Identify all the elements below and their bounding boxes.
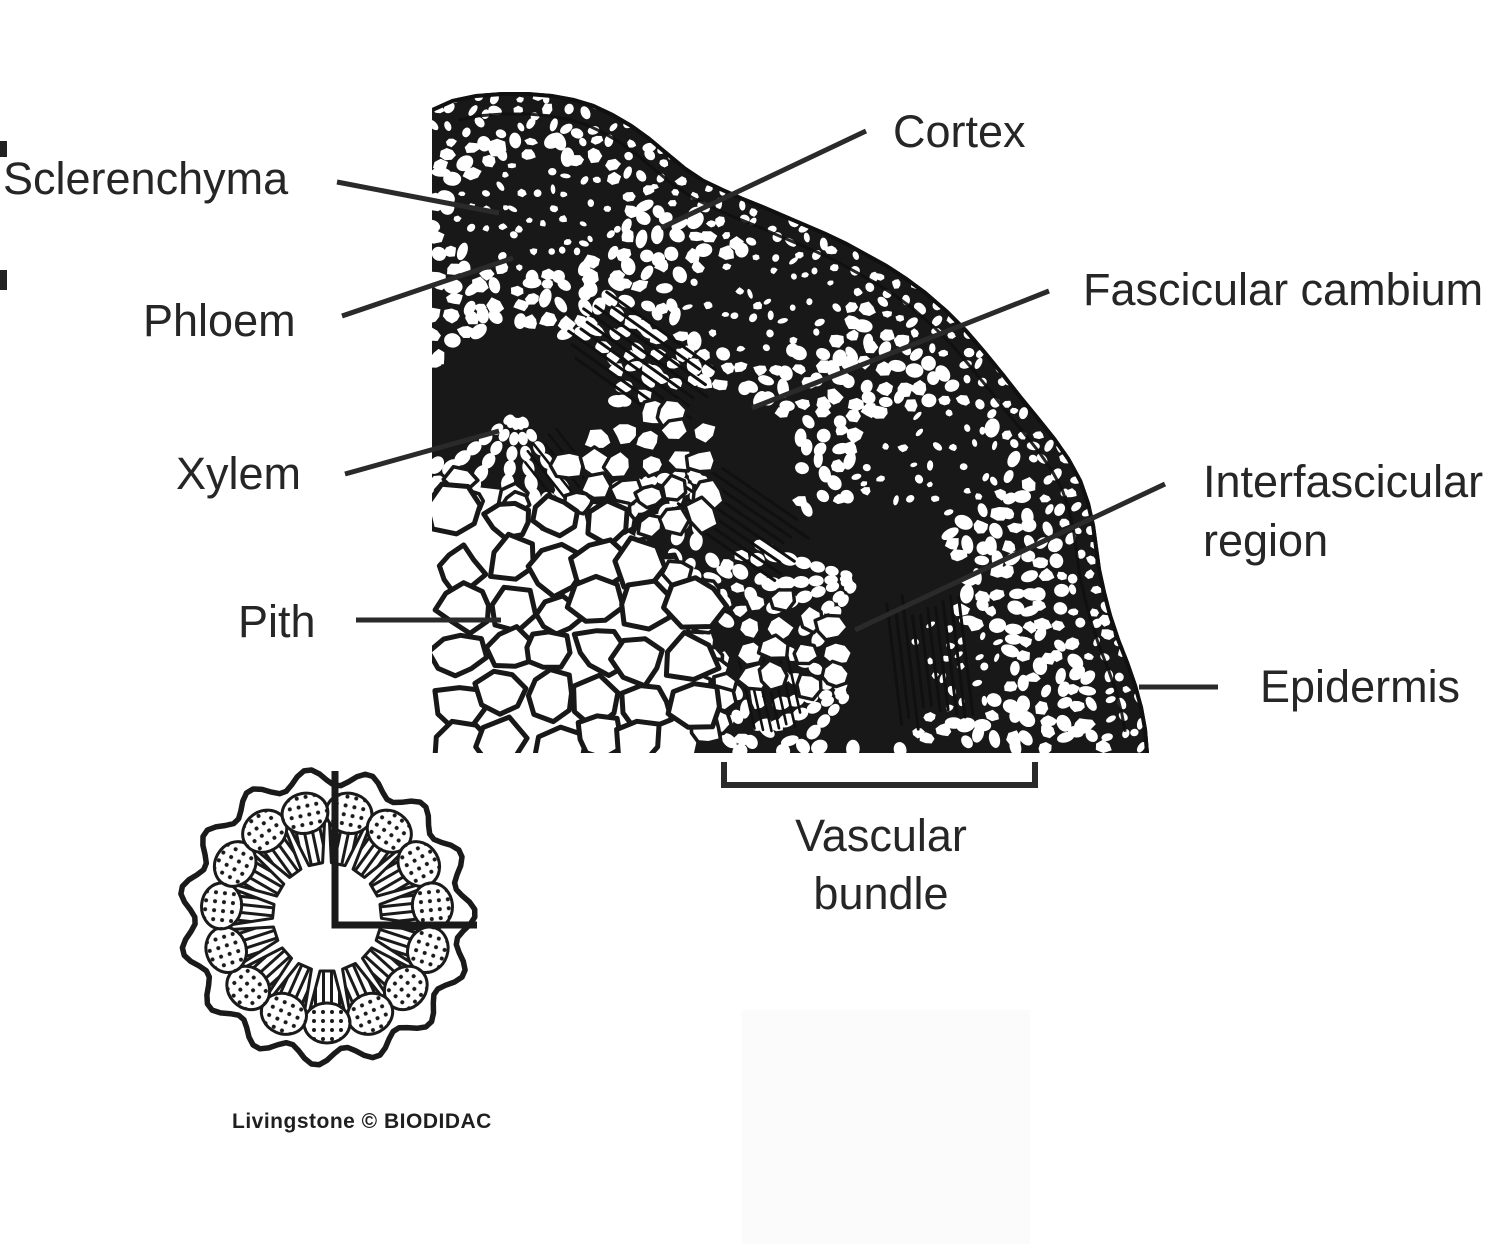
leader-sclerenchyma bbox=[336, 179, 500, 216]
vascular-bundle-bracket bbox=[721, 762, 1038, 788]
leader-cortex bbox=[659, 128, 868, 231]
label-vascular-bundle-line1: Vascular bbox=[795, 810, 967, 861]
edge-artifact-mark bbox=[0, 270, 7, 290]
leader-xylem bbox=[344, 428, 500, 477]
leader-fascicular-cambium bbox=[751, 288, 1050, 411]
label-phloem: Phloem bbox=[143, 295, 296, 346]
scan-watermark bbox=[742, 1010, 1030, 1244]
label-pith: Pith bbox=[238, 596, 316, 647]
label-sclerenchyma: Sclerenchyma bbox=[3, 153, 289, 204]
leader-phloem bbox=[341, 255, 514, 319]
label-vascular-bundle-line2: bundle bbox=[813, 868, 948, 919]
tissue-drawing bbox=[432, 92, 1149, 753]
label-interfascicular-region-line2: region bbox=[1203, 515, 1328, 566]
label-xylem: Xylem bbox=[176, 448, 301, 499]
leader-interfascicular-region bbox=[853, 481, 1167, 633]
label-interfascicular-region-line1: Interfascicular bbox=[1203, 456, 1483, 507]
edge-artifact-mark bbox=[0, 141, 7, 157]
label-cortex: Cortex bbox=[893, 106, 1026, 157]
inset-overview-diagram bbox=[178, 767, 478, 1068]
credit-text: Livingstone © BIODIDAC bbox=[232, 1110, 492, 1133]
label-fascicular-cambium: Fascicular cambium bbox=[1083, 264, 1483, 315]
label-epidermis: Epidermis bbox=[1260, 661, 1460, 712]
